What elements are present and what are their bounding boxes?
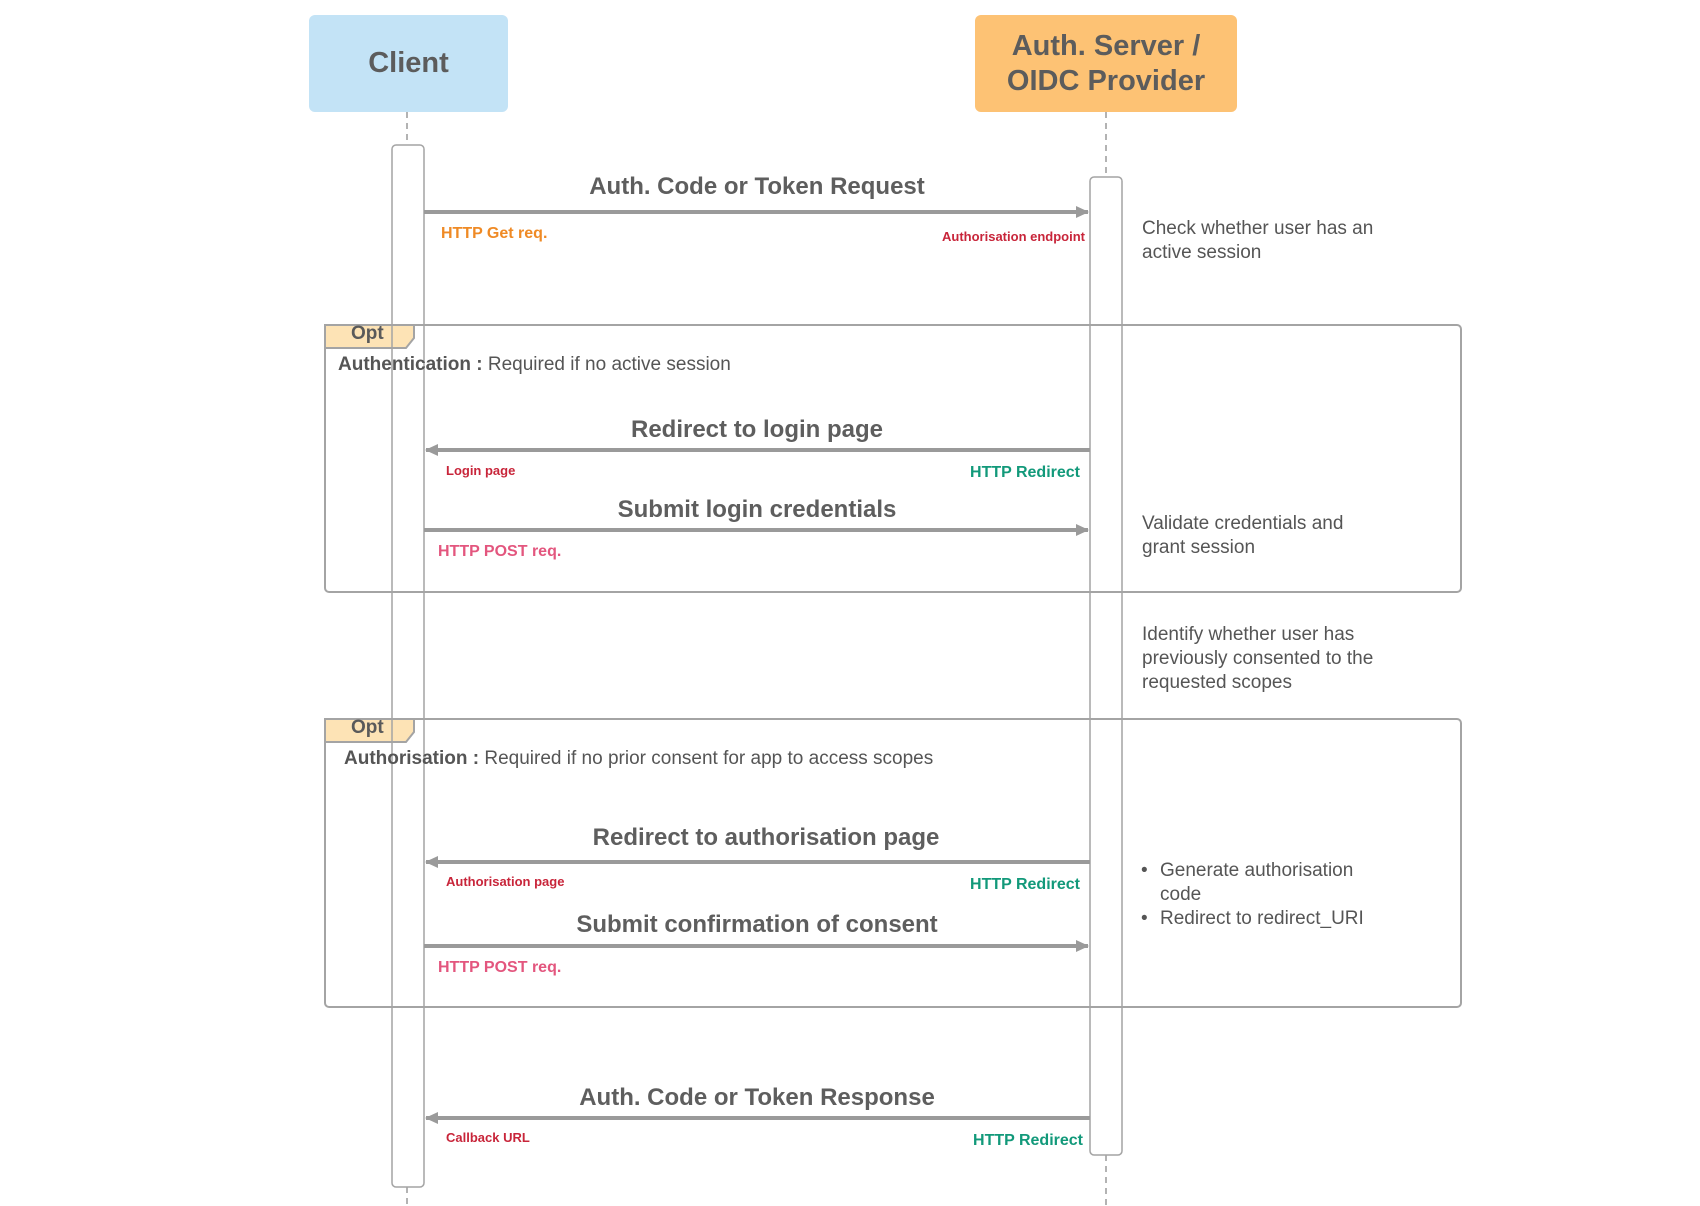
message-note-authorisation-page: Authorisation page (446, 874, 565, 889)
message-note-http-redirect-authorisation: HTTP Redirect (970, 876, 1080, 893)
opt-tag-label-authorisation: Opt (351, 717, 384, 738)
opt-tag-label-authentication: Opt (351, 323, 384, 344)
message-label-submit-consent: Submit confirmation of consent (576, 911, 938, 938)
note-bullet-redirect-uri: Redirect to redirect_URI (1135, 907, 1385, 931)
message-note-http-post-credentials: HTTP POST req. (438, 543, 562, 560)
message-note-http-redirect-response: HTTP Redirect (973, 1132, 1083, 1149)
message-label-authorisation-redirect: Redirect to authorisation page (592, 824, 940, 851)
opt-frame-title-bold-authorisation: Authorisation : (344, 748, 480, 769)
opt-frame-title-text-authentication: Required if no active session (482, 354, 731, 375)
client-actor-box: Client (309, 15, 508, 112)
opt-frame-title-authentication: Authentication : Required if no active s… (338, 354, 731, 376)
server-actor-label-line2: OIDC Provider (1006, 64, 1206, 97)
client-activation-bar (391, 144, 425, 1188)
message-note-login-page: Login page (446, 463, 516, 478)
message-label-token-response: Auth. Code or Token Response (579, 1084, 935, 1111)
server-actor-label-line1: Auth. Server / (1011, 29, 1201, 62)
note-validate-credentials: Validate credentials and grant session (1142, 513, 1344, 558)
note-generate-code-list: Generate authorisation code Redirect to … (1135, 859, 1385, 931)
note-check-active-session: Check whether user has an active session (1142, 218, 1374, 263)
server-activation-bar (1089, 176, 1123, 1156)
message-label-submit-credentials: Submit login credentials (617, 496, 897, 523)
message-note-callback-url: Callback URL (446, 1130, 530, 1145)
message-note-http-redirect-login: HTTP Redirect (970, 464, 1080, 481)
client-actor-label: Client (368, 47, 449, 79)
note-bullet-generate-code: Generate authorisation code (1135, 859, 1385, 907)
message-note-http-get: HTTP Get req. (441, 225, 548, 242)
message-note-authorisation-endpoint: Authorisation endpoint (942, 229, 1085, 244)
opt-frame-title-authorisation: Authorisation : Required if no prior con… (344, 748, 933, 770)
message-label-token-request: Auth. Code or Token Request (589, 173, 925, 200)
note-identify-consent: Identify whether user has previously con… (1142, 624, 1374, 693)
opt-frame-title-bold-authentication: Authentication : (338, 354, 483, 375)
message-note-http-post-consent: HTTP POST req. (438, 959, 562, 976)
opt-frame-title-text-authorisation: Required if no prior consent for app to … (479, 748, 934, 769)
server-actor-box: Auth. Server / OIDC Provider (975, 15, 1237, 112)
message-label-login-redirect: Redirect to login page (630, 416, 884, 443)
